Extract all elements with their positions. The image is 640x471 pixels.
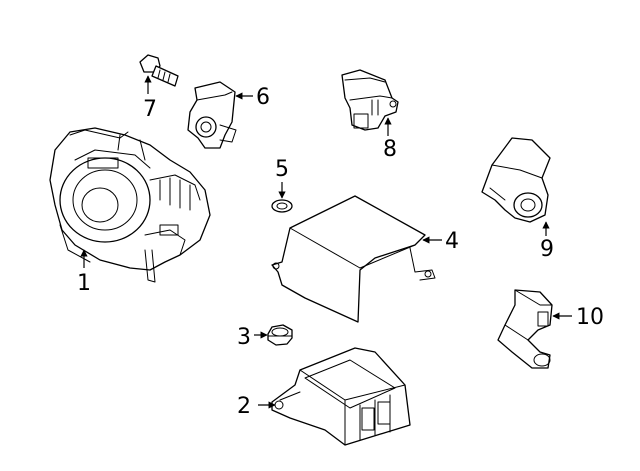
callout-label-5: 5 [275,157,289,182]
callout-label-2: 2 [237,394,251,419]
callout-7: 7 [143,75,157,122]
belt-sensor-part[interactable] [497,289,553,369]
callout-3: 3 [237,325,268,350]
control-module-part[interactable] [271,347,411,446]
callout-8: 8 [383,117,397,162]
callout-4: 4 [422,229,459,254]
callout-2: 2 [237,394,276,419]
callout-5: 5 [275,157,289,199]
callout-label-7: 7 [143,97,157,122]
nut-part[interactable] [267,324,293,346]
callout-9: 9 [540,221,554,262]
bolt-part[interactable] [139,54,179,87]
callout-label-1: 1 [77,271,91,296]
clockspring-part[interactable] [49,127,211,283]
callout-label-4: 4 [445,229,459,254]
bracket-cover-part[interactable] [271,195,436,323]
callout-label-9: 9 [540,237,554,262]
callout-10: 10 [552,305,604,330]
callout-6: 6 [235,85,270,110]
impact-sensor-part[interactable] [187,81,237,149]
crash-sensor-part[interactable] [341,69,399,131]
callout-label-8: 8 [383,137,397,162]
side-sensor-part[interactable] [481,137,551,223]
callout-1: 1 [77,249,91,296]
callout-label-10: 10 [576,305,604,330]
grommet-part[interactable] [271,199,293,213]
callout-label-6: 6 [256,85,270,110]
callout-label-3: 3 [237,325,251,350]
